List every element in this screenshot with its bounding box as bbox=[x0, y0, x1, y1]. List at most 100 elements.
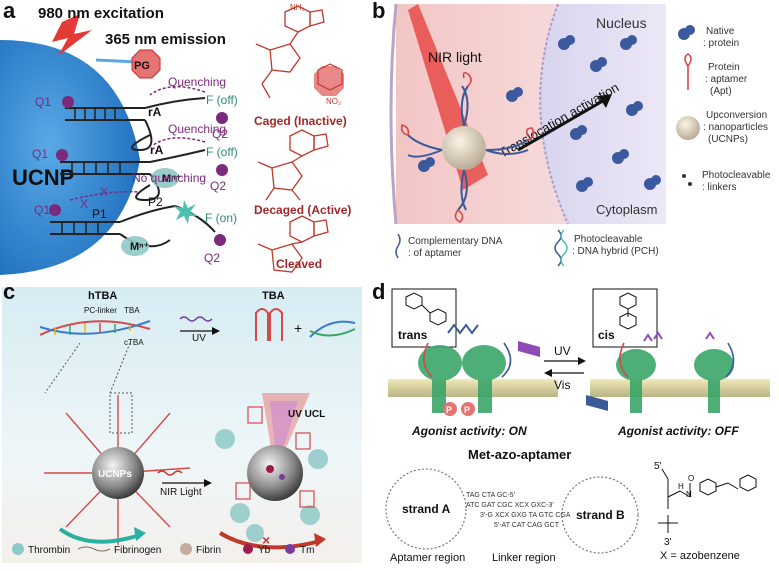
svg-text:TBA: TBA bbox=[262, 290, 285, 302]
svg-text:ATC GAT CGC XCX GXC-3': ATC GAT CGC XCX GXC-3' bbox=[466, 502, 554, 509]
svg-text:Quenching: Quenching bbox=[168, 75, 226, 89]
panel-c-label: c bbox=[3, 279, 16, 304]
svg-text:Q1: Q1 bbox=[32, 147, 48, 161]
panel-b-legend: Native : protein Protein : aptamer (Apt)… bbox=[676, 25, 771, 193]
svg-text:NIR Light: NIR Light bbox=[160, 487, 202, 498]
svg-text:H: H bbox=[678, 482, 684, 491]
translocation-arrow bbox=[517, 96, 609, 152]
nucleus-label: Nucleus bbox=[596, 15, 647, 31]
nir-label: NIR light bbox=[428, 49, 482, 65]
receptor-right bbox=[616, 349, 734, 413]
svg-text:Q1: Q1 bbox=[35, 95, 51, 109]
svg-text:P: P bbox=[464, 405, 470, 415]
svg-text:UV UCL: UV UCL bbox=[288, 409, 325, 420]
cleaved-structure bbox=[257, 215, 329, 273]
p-badge-2 bbox=[461, 402, 475, 416]
ucnp-label: UCNP bbox=[12, 165, 74, 190]
strand-a-loop bbox=[385, 468, 467, 550]
ucnp-sphere bbox=[0, 40, 140, 275]
decaged-structure bbox=[257, 129, 329, 201]
green-arrow bbox=[58, 527, 141, 544]
decaged-label: Decaged (Active) bbox=[254, 203, 351, 217]
svg-text:: of aptamer: : of aptamer bbox=[408, 248, 462, 259]
svg-text:Photocleavable: Photocleavable bbox=[702, 170, 771, 181]
svg-text:Q2: Q2 bbox=[212, 127, 228, 141]
svg-text:Q2: Q2 bbox=[210, 179, 226, 193]
svg-text:5': 5' bbox=[654, 461, 662, 472]
emission-text: 365 nm emission bbox=[105, 31, 226, 48]
caged-structure bbox=[255, 5, 325, 99]
svg-text:Fibrin: Fibrin bbox=[196, 545, 221, 556]
svg-text:: protein: : protein bbox=[703, 38, 739, 49]
panel-d: trans cis P P bbox=[368, 279, 779, 566]
svg-text:F (on): F (on) bbox=[205, 211, 237, 225]
cleaved-label: Cleaved bbox=[276, 257, 322, 271]
svg-text:TAG CTA GC-5': TAG CTA GC-5' bbox=[466, 492, 515, 499]
red-arrow bbox=[218, 531, 321, 550]
trans-box bbox=[391, 288, 457, 348]
row2: Q1 Q2 rA Mⁿ⁺ Quenching F (off) bbox=[32, 122, 238, 202]
svg-text:Fibrinogen: Fibrinogen bbox=[114, 545, 161, 556]
ucnp-right: UV UCL bbox=[215, 393, 328, 542]
svg-text:trans: trans bbox=[398, 328, 428, 342]
svg-text:Agonist activity: OFF: Agonist activity: OFF bbox=[617, 424, 739, 438]
svg-text:NO₂: NO₂ bbox=[326, 97, 341, 106]
panel-b-label: b bbox=[372, 0, 386, 23]
svg-text:UCNPs: UCNPs bbox=[98, 469, 132, 480]
vis-lamp bbox=[586, 395, 608, 411]
svg-text:strand B: strand B bbox=[576, 508, 625, 522]
strand-b-loop bbox=[561, 476, 639, 554]
svg-text:Yb: Yb bbox=[258, 545, 271, 556]
caged-pg-octagon bbox=[314, 66, 344, 96]
htba-dna bbox=[39, 320, 151, 336]
panel-c: hTBA PC-linker TBA cTBA UV TBA + bbox=[0, 279, 366, 566]
panel-d-diagram: trans cis P P bbox=[385, 288, 770, 564]
svg-text:PC-linker: PC-linker bbox=[84, 306, 117, 315]
svg-text:Mⁿ⁺: Mⁿ⁺ bbox=[162, 173, 182, 185]
ucnp-ball bbox=[442, 126, 486, 170]
panel-b-diagram: NIR light Nucleus Cytoplasm Translocatio… bbox=[389, 3, 771, 267]
receptor-left bbox=[418, 345, 506, 413]
svg-text:: DNA hybrid (PCH): : DNA hybrid (PCH) bbox=[572, 246, 659, 257]
panel-a-diagram: UCNP 980 nm excitation 365 nm emission P… bbox=[0, 3, 351, 275]
panel-a-label: a bbox=[3, 0, 16, 23]
svg-text:P: P bbox=[446, 405, 452, 415]
panel-b-bottom-legend: Complementary DNA : of aptamer Photoclea… bbox=[395, 229, 659, 267]
svg-text:strand A: strand A bbox=[402, 502, 451, 516]
pg-label: PG bbox=[134, 60, 150, 72]
svg-text:TBA: TBA bbox=[124, 306, 140, 315]
membrane-left bbox=[388, 379, 558, 397]
ucnp-left: UCNPs bbox=[44, 395, 191, 545]
native-proteins bbox=[418, 35, 661, 192]
svg-text:Complementary DNA: Complementary DNA bbox=[408, 236, 503, 247]
svg-text:: nanoparticles: : nanoparticles bbox=[703, 122, 768, 133]
panel-d-label: d bbox=[372, 279, 386, 304]
svg-text:Vis: Vis bbox=[554, 378, 570, 392]
nucleus-region bbox=[540, 4, 666, 224]
svg-text:X = azobenzene: X = azobenzene bbox=[660, 550, 740, 562]
svg-text:rA: rA bbox=[148, 105, 162, 119]
caged-label: Caged (Inactive) bbox=[254, 114, 347, 128]
svg-text:(Apt): (Apt) bbox=[710, 86, 732, 97]
panel-a: UCNP 980 nm excitation 365 nm emission P… bbox=[0, 0, 366, 277]
panel-b: NIR light Nucleus Cytoplasm Translocatio… bbox=[368, 0, 779, 277]
pg-badge bbox=[131, 49, 161, 79]
panel-c-diagram: hTBA PC-linker TBA cTBA UV TBA + bbox=[2, 287, 362, 563]
svg-text:F (off): F (off) bbox=[206, 145, 238, 159]
svg-text:cis: cis bbox=[598, 328, 615, 342]
svg-text:3': 3' bbox=[664, 537, 672, 548]
svg-text:Native: Native bbox=[706, 26, 735, 37]
svg-text:P2: P2 bbox=[148, 195, 163, 209]
row3: Q1 Q2 P1 P2 Mⁿ⁺ No quenching F (on) X X bbox=[34, 171, 237, 265]
svg-text:NH₂: NH₂ bbox=[290, 3, 305, 12]
svg-text:hTBA: hTBA bbox=[88, 290, 117, 302]
svg-text:Linker region: Linker region bbox=[492, 552, 556, 564]
svg-text:No quenching: No quenching bbox=[132, 171, 206, 185]
svg-text:X: X bbox=[100, 185, 108, 199]
excitation-text: 980 nm excitation bbox=[38, 5, 164, 22]
azobenzene-structure bbox=[658, 468, 757, 533]
svg-text:UV: UV bbox=[192, 333, 206, 344]
p-badge-1 bbox=[443, 402, 457, 416]
svg-text:3'-G XCX GXG TA GTC CGA: 3'-G XCX GXG TA GTC CGA bbox=[480, 512, 571, 519]
svg-text:cTBA: cTBA bbox=[124, 338, 144, 347]
